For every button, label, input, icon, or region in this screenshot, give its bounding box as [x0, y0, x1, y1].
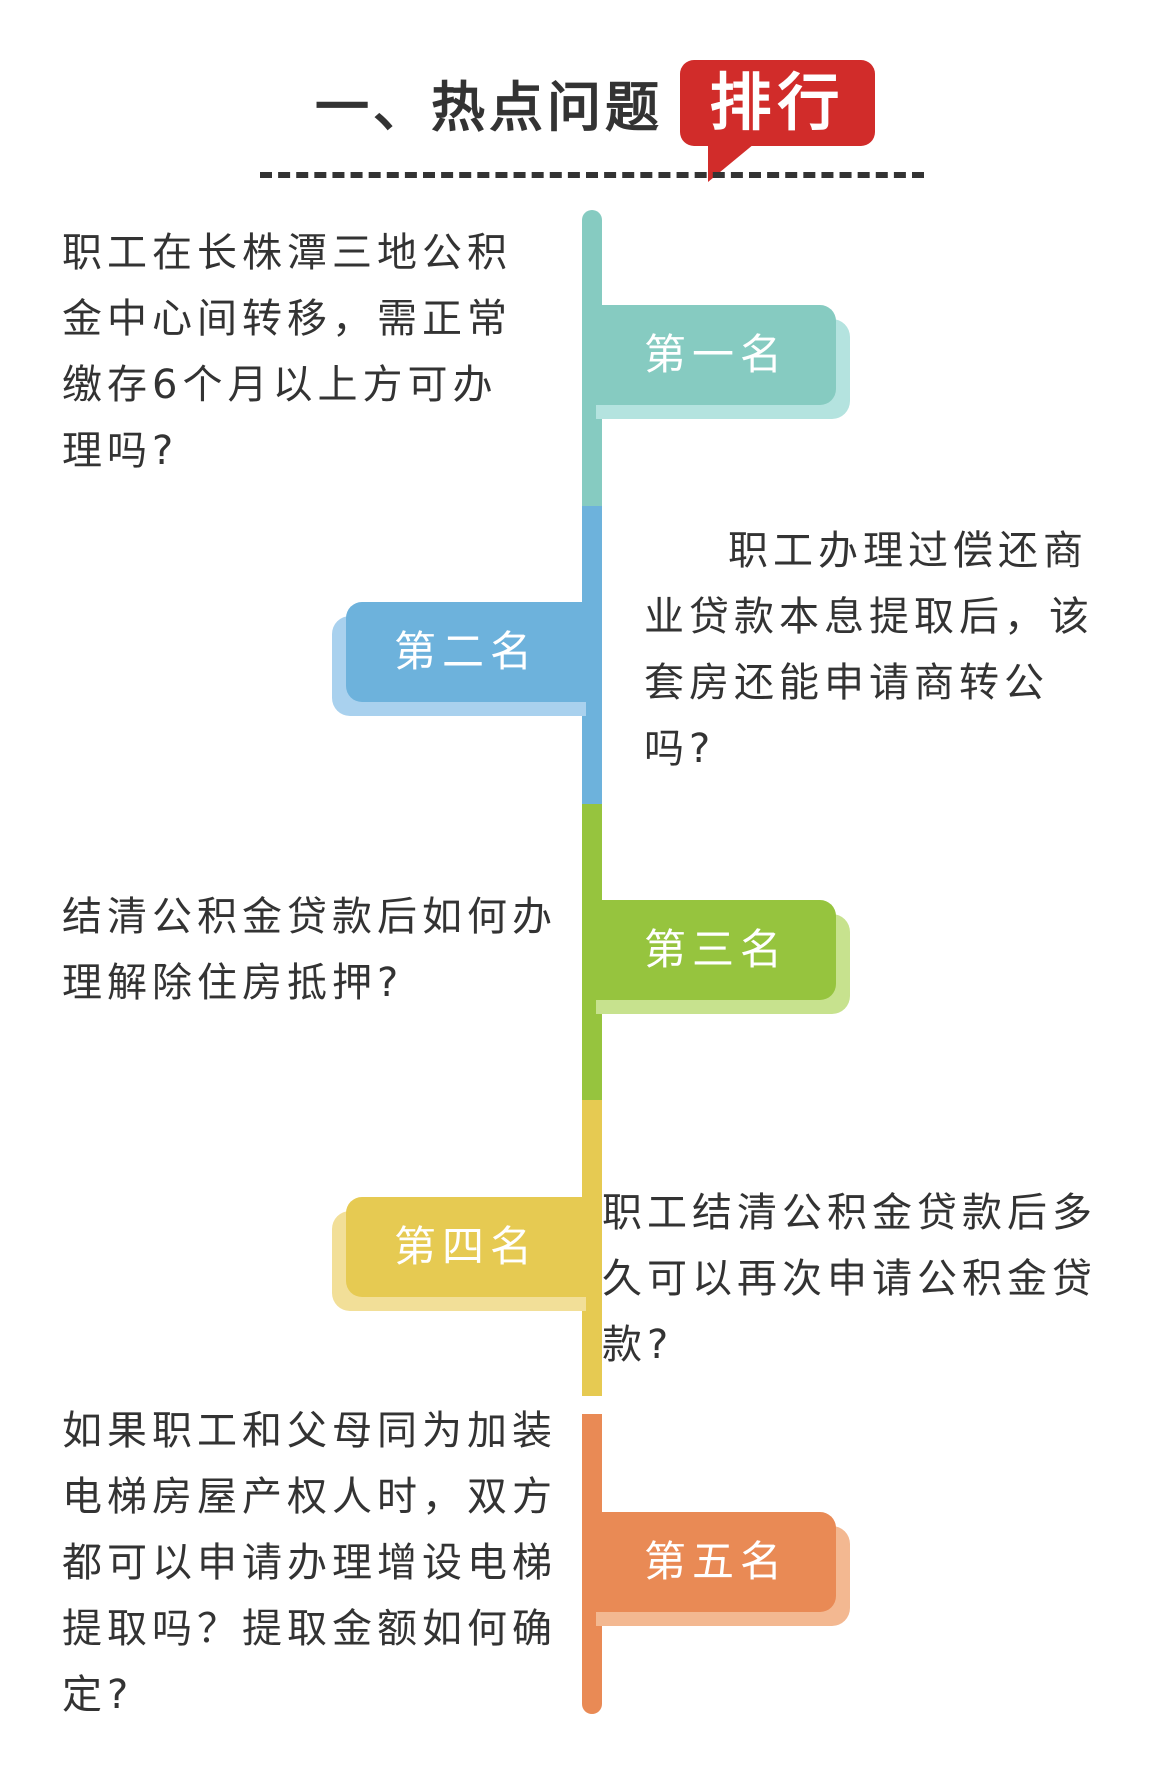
- rank-tag-1: 第一名: [596, 305, 850, 419]
- timeline-segment-2: [582, 506, 602, 804]
- question-rank-5: 如果职工和父母同为加装电梯房屋产权人时，双方都可以申请办理增设电梯提取吗？提取金…: [62, 1408, 557, 1718]
- rank-tag-4: 第四名: [332, 1197, 586, 1311]
- timeline-segment-1: [582, 210, 602, 506]
- rank-label-5: 第五名: [596, 1512, 836, 1612]
- question-rank-1: 职工在长株潭三地公积金中心间转移，需正常缴存6个月以上方可办理吗?: [62, 230, 512, 474]
- dashed-divider: [260, 172, 924, 178]
- question-rank-3: 结清公积金贷款后如何办理解除住房抵押?: [62, 894, 557, 1006]
- rank-label-3: 第三名: [596, 900, 836, 1000]
- timeline-segment-3: [582, 804, 602, 1100]
- rank-label-2: 第二名: [346, 602, 586, 702]
- section-title: 一、热点问题: [315, 76, 663, 139]
- rank-label-1: 第一名: [596, 305, 836, 405]
- rank-tag-5: 第五名: [596, 1512, 850, 1626]
- ranking-badge: 排行: [680, 60, 875, 146]
- rank-label-4: 第四名: [346, 1197, 586, 1297]
- rank-tag-2: 第二名: [332, 602, 586, 716]
- timeline-segment-4: [582, 1100, 602, 1396]
- section-header: 一、热点问题 排行: [0, 0, 1170, 200]
- rank-tag-3: 第三名: [596, 900, 850, 1014]
- question-rank-2: 职工办理过偿还商业贷款本息提取后，该套房还能申请商转公吗?: [644, 528, 1094, 772]
- question-rank-4: 职工结清公积金贷款后多久可以再次申请公积金贷款?: [602, 1190, 1097, 1368]
- timeline-segment-5: [582, 1414, 602, 1714]
